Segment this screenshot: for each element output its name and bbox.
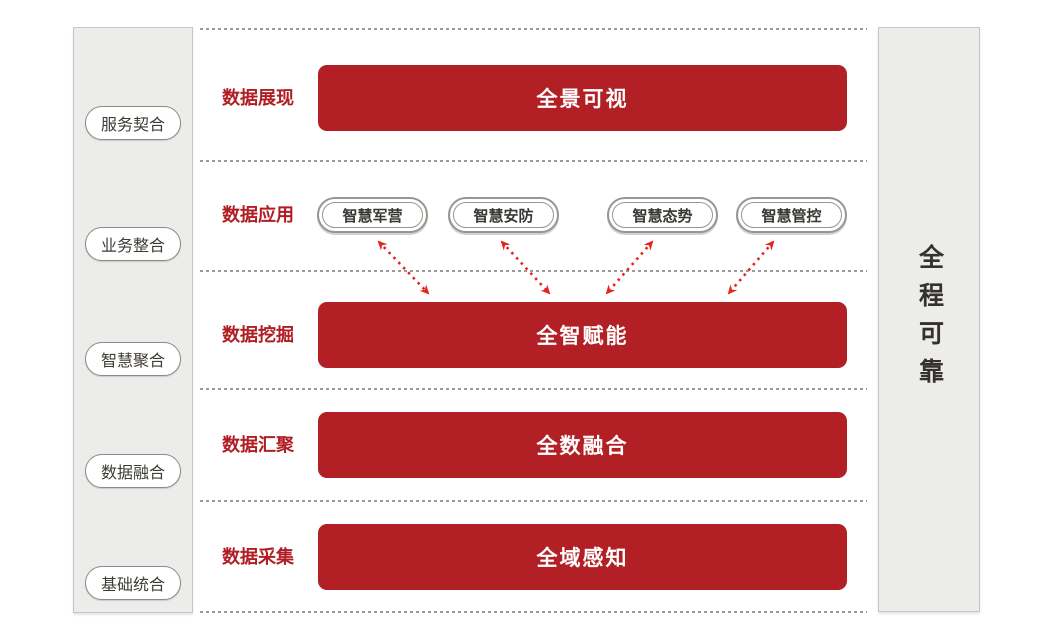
capability-pill: 基础统合 — [85, 566, 181, 600]
layer-label: 数据应用 — [222, 205, 294, 225]
capability-pill: 服务契合 — [85, 106, 181, 140]
layer-bar: 全景可视 — [318, 65, 847, 131]
app-pill-label: 智慧管控 — [741, 202, 842, 228]
app-pill-label: 智慧军营 — [322, 202, 423, 228]
left-capability-panel: 服务契合 业务整合 智慧聚合 数据融合 基础统合 — [73, 27, 193, 613]
double-arrow — [605, 240, 654, 295]
app-pill: 智慧军营 — [317, 197, 428, 233]
right-assurance-panel: 全程可靠 — [878, 27, 980, 612]
layer-label: 数据采集 — [222, 547, 294, 567]
dotted-divider — [200, 500, 867, 502]
layer-bar: 全智赋能 — [318, 302, 847, 368]
capability-pill: 业务整合 — [85, 227, 181, 261]
layer-label: 数据汇聚 — [222, 435, 294, 455]
data-flow-arrows — [377, 240, 775, 295]
dotted-divider — [200, 388, 867, 390]
double-arrow — [377, 240, 430, 295]
dotted-divider — [200, 28, 867, 30]
app-pill: 智慧安防 — [448, 197, 559, 233]
layer-label: 数据挖掘 — [222, 325, 294, 345]
app-pill: 智慧管控 — [736, 197, 847, 233]
app-pill-label: 智慧态势 — [612, 202, 713, 228]
layer-bar: 全域感知 — [318, 524, 847, 590]
app-pill-label: 智慧安防 — [453, 202, 554, 228]
layer-bar: 全数融合 — [318, 412, 847, 478]
capability-pill: 智慧聚合 — [85, 342, 181, 376]
app-pill: 智慧态势 — [607, 197, 718, 233]
vertical-label: 全程可靠 — [915, 243, 944, 396]
capability-pill: 数据融合 — [85, 454, 181, 488]
dotted-divider — [200, 611, 867, 613]
dotted-divider — [200, 160, 867, 162]
double-arrow — [500, 240, 551, 295]
layer-label: 数据展现 — [222, 88, 294, 108]
double-arrow — [727, 240, 775, 295]
